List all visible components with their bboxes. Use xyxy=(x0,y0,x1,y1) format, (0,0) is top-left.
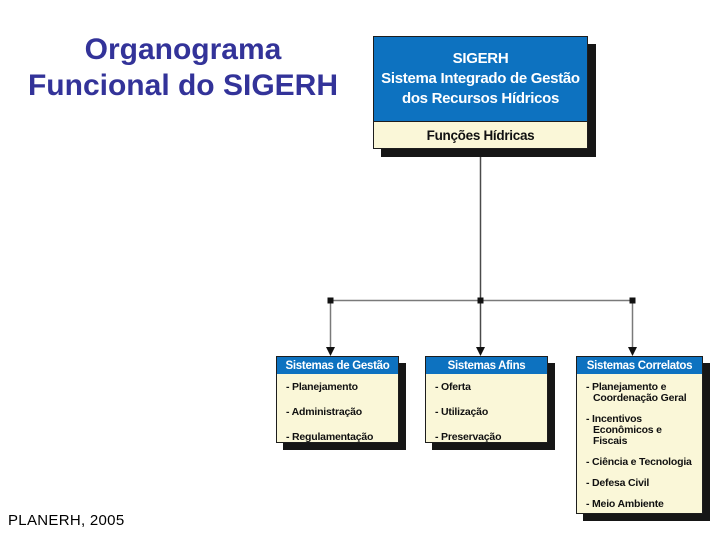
footer-citation: PLANERH, 2005 xyxy=(8,512,125,529)
list-item: - Incentivos Econômicos e Fiscais xyxy=(586,413,662,447)
page-title-line2: Funcional do SIGERH xyxy=(27,69,338,102)
sigerh-acronym: SIGERH xyxy=(452,50,509,67)
list-item: - Regulamentação xyxy=(286,431,374,443)
sigerh-subtitle-line2: dos Recursos Hídricos xyxy=(401,90,560,107)
org-box-sigerh: SIGERH Sistema Integrado de Gestão dos R… xyxy=(373,36,588,149)
list-item: - Meio Ambiente xyxy=(586,498,664,510)
arrowhead-center-icon xyxy=(476,347,485,356)
org-box-sistemas-afins-body: - Oferta - Utilização - Preservação xyxy=(426,374,547,449)
list-item: - Planejamento xyxy=(286,381,358,393)
org-box-sistemas-gestao-header: Sistemas de Gestão xyxy=(277,357,398,374)
junction-dot-left xyxy=(327,297,334,304)
list-item: - Ciência e Tecnologia xyxy=(586,456,692,468)
org-box-sistemas-correlatos: Sistemas Correlatos - Planejamento e Coo… xyxy=(576,356,703,514)
junction-dot-center xyxy=(477,297,484,304)
arrowhead-left-icon xyxy=(326,347,335,356)
org-box-sistemas-correlatos-body: - Planejamento e Coordenação Geral - Inc… xyxy=(577,374,702,524)
org-box-sistemas-gestao: Sistemas de Gestão - Planejamento - Admi… xyxy=(276,356,399,443)
list-item: - Preservação xyxy=(435,431,502,443)
org-box-sigerh-header: SIGERH Sistema Integrado de Gestão dos R… xyxy=(374,37,587,121)
junction-dot-right xyxy=(629,297,636,304)
org-box-sistemas-afins-header: Sistemas Afins xyxy=(426,357,547,374)
org-box-sistemas-gestao-body: - Planejamento - Administração - Regulam… xyxy=(277,374,398,449)
list-item: - Utilização xyxy=(435,406,489,418)
list-item: - Defesa Civil xyxy=(586,477,650,489)
org-box-sistemas-correlatos-header: Sistemas Correlatos xyxy=(577,357,702,374)
page-title: Organograma Funcional do SIGERH xyxy=(0,32,366,104)
page-title-line1: Organograma xyxy=(84,33,282,66)
list-item: - Administração xyxy=(286,406,362,418)
list-item: - Oferta xyxy=(435,381,471,393)
funcoes-hidricas-band: Funções Hídricas xyxy=(374,121,587,148)
org-box-sistemas-afins: Sistemas Afins - Oferta - Utilização - P… xyxy=(425,356,548,443)
arrowhead-right-icon xyxy=(628,347,637,356)
list-item: - Planejamento e Coordenação Geral xyxy=(586,381,687,404)
sigerh-subtitle-line1: Sistema Integrado de Gestão xyxy=(381,70,580,87)
